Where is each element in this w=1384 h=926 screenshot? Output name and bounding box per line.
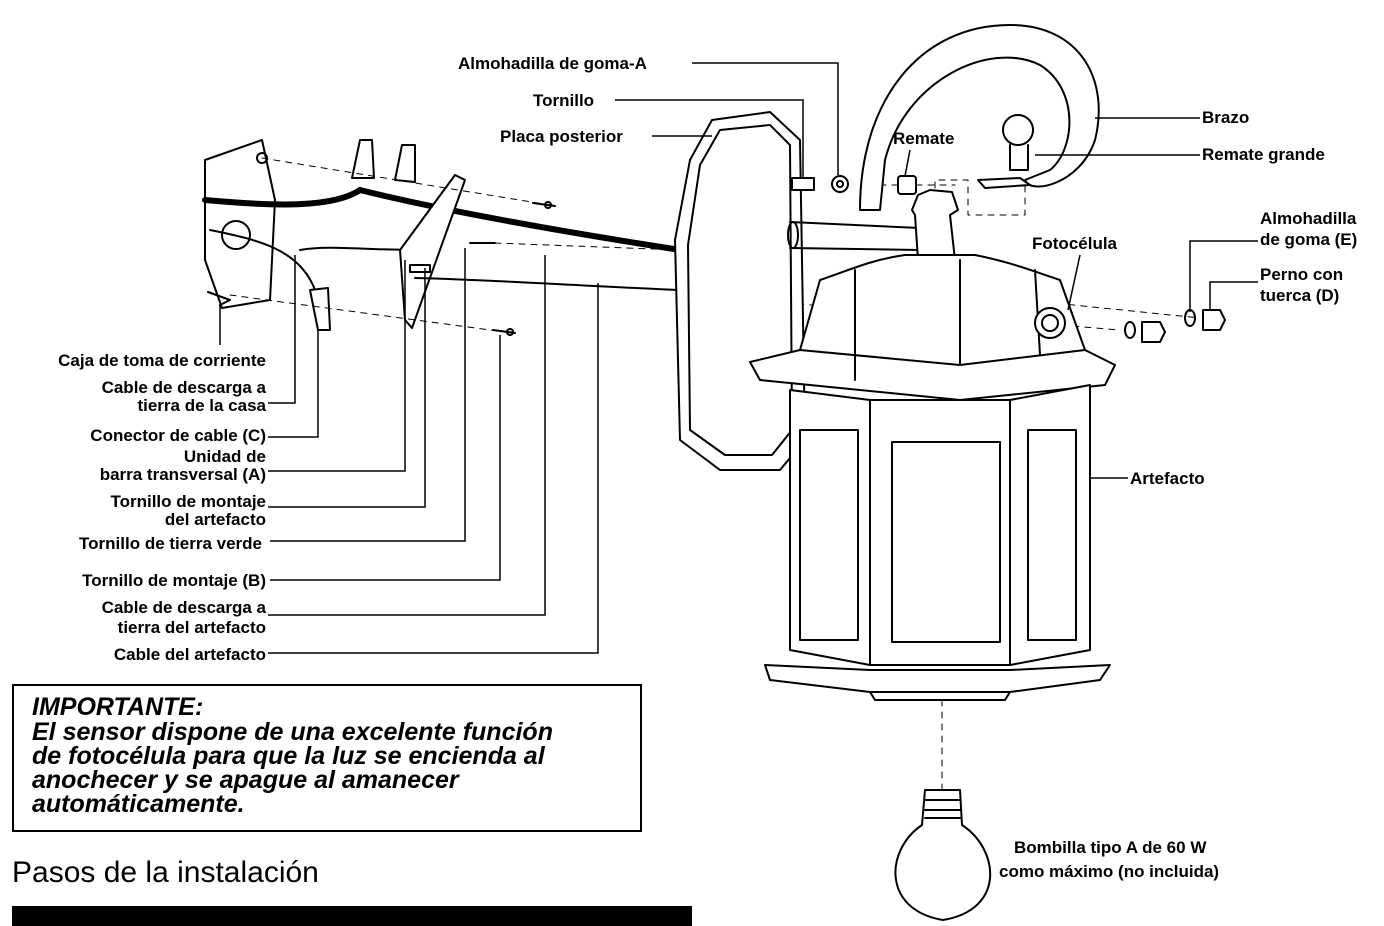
label-tornillo: Tornillo bbox=[533, 91, 595, 110]
label-cable-artefacto: Cable del artefacto bbox=[113, 645, 266, 664]
notice-line-2: de fotocélula para que la luz se enciend… bbox=[32, 742, 545, 770]
lantern-hood bbox=[749, 254, 1116, 401]
label-remate: Remate bbox=[893, 129, 955, 148]
label-tornillo-tierra: Tornillo de tierra verde bbox=[79, 534, 262, 553]
label-unidad-2: barra transversal (A) bbox=[99, 465, 266, 484]
label-perno-2: tuerca (D) bbox=[1260, 286, 1340, 305]
label-bombilla-1: Bombilla tipo A de 60 W bbox=[1014, 838, 1207, 857]
notice-title: IMPORTANTE: bbox=[32, 693, 204, 721]
house-wire-black bbox=[202, 187, 363, 208]
label-almohadilla-a: Almohadilla de goma-A bbox=[458, 54, 647, 73]
notice-line-1: El sensor dispone de una excelente funci… bbox=[32, 718, 553, 746]
label-caja: Caja de toma de corriente bbox=[58, 351, 266, 370]
label-almohadilla-e-1: Almohadilla bbox=[1260, 209, 1357, 228]
label-artefacto: Artefacto bbox=[1130, 469, 1205, 488]
label-tornillo-montaje-art-2: del artefacto bbox=[164, 510, 266, 529]
label-brazo: Brazo bbox=[1202, 108, 1250, 127]
label-almohadilla-e-2: de goma (E) bbox=[1260, 230, 1358, 249]
notice-line-4: automáticamente. bbox=[32, 790, 245, 818]
label-cable-casa-1: Cable de descarga a bbox=[101, 378, 266, 397]
label-fotocelula: Fotocélula bbox=[1032, 234, 1118, 253]
important-notice: IMPORTANTE: El sensor dispone de una exc… bbox=[12, 684, 642, 832]
backplate bbox=[674, 111, 806, 471]
label-conector: Conector de cable (C) bbox=[90, 426, 266, 445]
junction-box bbox=[204, 139, 276, 309]
label-remate-grande: Remate grande bbox=[1202, 145, 1325, 164]
label-perno-1: Perno con bbox=[1260, 265, 1344, 284]
section-header-bar bbox=[12, 906, 692, 926]
label-cable-art-2: tierra del artefacto bbox=[117, 618, 266, 637]
label-unidad-1: Unidad de bbox=[183, 447, 266, 466]
arm-scroll bbox=[859, 24, 1100, 211]
crossbar bbox=[399, 174, 466, 329]
lantern-body bbox=[789, 384, 1091, 666]
section-title: Pasos de la instalación bbox=[12, 856, 319, 889]
label-bombilla-2: como máximo (no incluida) bbox=[999, 862, 1220, 881]
label-placa-posterior: Placa posterior bbox=[500, 127, 623, 146]
label-tornillo-montaje-b: Tornillo de montaje (B) bbox=[82, 571, 266, 590]
light-bulb bbox=[894, 789, 992, 921]
label-cable-casa-2: tierra de la casa bbox=[137, 396, 266, 415]
label-cable-art-1: Cable de descarga a bbox=[101, 598, 266, 617]
photocell bbox=[1034, 307, 1066, 339]
notice-line-3: anochecer y se apague al amanecer bbox=[32, 766, 459, 794]
label-tornillo-montaje-art-1: Tornillo de montaje bbox=[110, 492, 266, 511]
